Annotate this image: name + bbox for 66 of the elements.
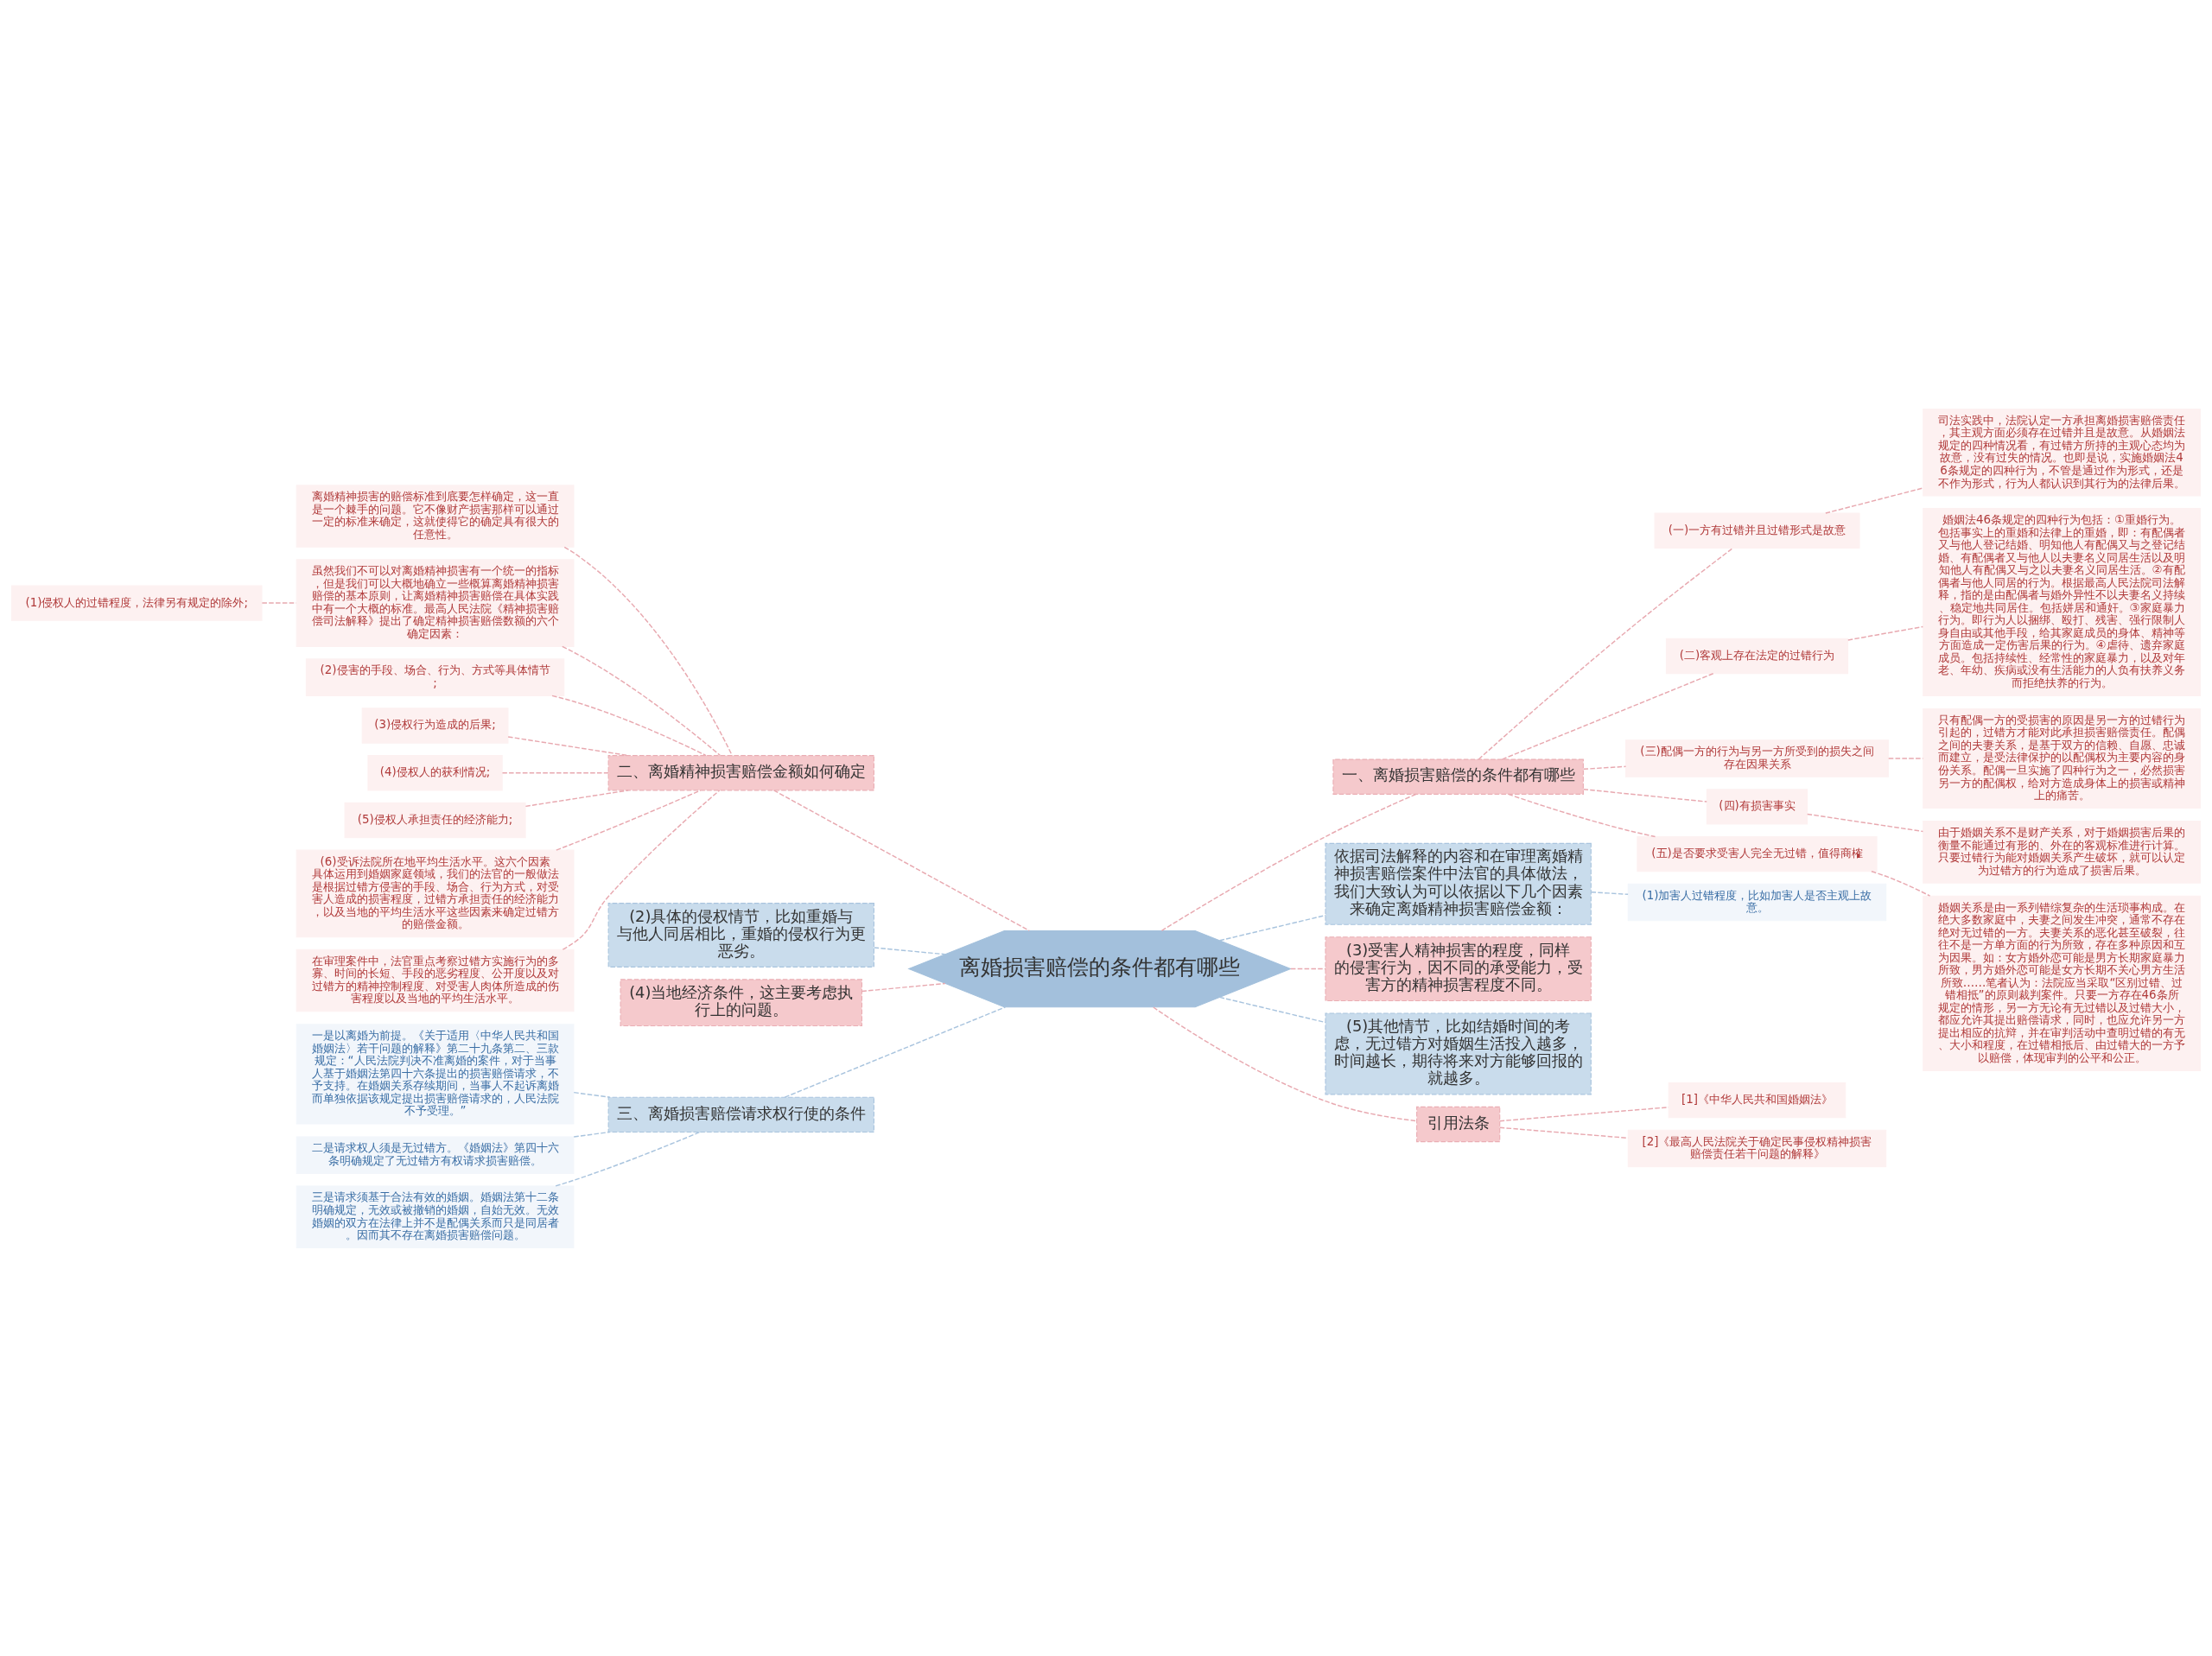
node-box: 一是以离婚为前提。《关于适用〈中华人民共和国婚姻法〉若干问题的解释》第二十九条第二、三款规定：“人民法院判决不准离婚的案件，对于当事人基于婚姻法第四十六条提出的损害赔偿请求，不予支持。在婚姻关系存续期间，当事人不起诉离婚而单独依据该规定提出损害赔偿请求的，人民法院不予受理。”	[296, 1023, 575, 1124]
connector	[1160, 793, 1417, 931]
connector	[1501, 672, 1714, 760]
connector	[1590, 891, 1629, 895]
connector	[501, 771, 609, 773]
node-box: 司法实践中，法院认定一方承担离婚损害赔偿责任，其主观方面必须存在过错并且是故意。从婚姻法规定的四种情况看，有过错方所持的主观心态均为故意，没有过失的情况。也即是说，实施婚姻法46条规定的四种行为，不管是通过作为形式，还是不作为形式，行为人都认识到其行为的法律后果。	[1923, 408, 2201, 497]
connector	[562, 789, 721, 950]
node-box: 在审理案件中，法官重点考察过错方实施行为的多寡、时间的长短、手段的恶劣程度、公开度以及对过错方的精神控制程度、对受害人肉体所造成的伤害程度以及当地的平均生活水平。	[296, 949, 575, 1012]
connector	[1218, 996, 1326, 1023]
node-box: (3)受害人精神损害的程度，同样的侵害行为，因不同的承受能力，受害方的精神损害程度不同。	[1325, 936, 1592, 1001]
node-box: (5)其他情节，比如结婚时间的考虑，无过错方对婚姻生活投入越多，时间越长，期待将来对方能够回报的就越多。	[1325, 1012, 1592, 1094]
connector	[1153, 1006, 1418, 1121]
connector	[1499, 1126, 1629, 1139]
connector	[1478, 547, 1734, 760]
node-box: 离婚精神损害的赔偿标准到底要怎样确定，这一直是一个棘手的问题。它不像财产损害那样可以通过一定的标准来确定，这就使得它的确定具有很大的任意性。	[296, 484, 575, 548]
connector	[1218, 914, 1326, 941]
node-box: (一)一方有过错并且过错形式是故意	[1654, 512, 1860, 549]
node-box: 由于婚姻关系不是财产关系，对于婚姻损害后果的衡量不能通过有形的、外在的客观标准进行计算。只要过错行为能对婚姻关系产生破坏，就可以认定为过错方的行为造成了损害后果。	[1923, 820, 2201, 884]
node-box: 三是请求须基于合法有效的婚姻。婚姻法第十二条明确规定，无效或被撤销的婚姻，自始无效。无效婚姻的双方在法律上并不是配偶关系而只是同居者。因而其不存在离婚损害赔偿问题。	[296, 1184, 575, 1248]
node-box: 虽然我们不可以对离婚精神损害有一个统一的指标，但是我们可以大概地确立一些概算离婚精神损害赔偿的基本原则，让离婚精神损害赔偿在具体实践中有一个大概的标准。最高人民法院《精神损害赔偿司法解释》提出了确定精神损害赔偿数额的六个确定因素：	[296, 558, 575, 647]
node-box: (5)侵权人承担责任的经济能力;	[344, 802, 526, 838]
connector	[573, 1091, 611, 1098]
node-box: (3)侵权行为造成的后果;	[361, 707, 509, 744]
node-box: 二、离婚精神损害赔偿金额如何确定	[607, 754, 874, 790]
node-box: 婚姻关系是由一系列错综复杂的生活琐事构成。在绝大多数家庭中，夫妻之间发生冲突，通常不存在绝对无过错的一方。夫妻关系的恶化甚至破裂，往往不是一方单方面的行为所致，存在多种原因和互为因果。如：女方婚外恋可能是男方长期家庭暴力所致，男方婚外恋可能是女方长期不关心男方生活所致……笔者认为：法院应当采取“区别过错、过错相抵”的原则裁判案件。只要一方存在46条所规定的情形，另一方无论有无过错以及过错大小，都应允许其提出赔偿请求，同时，也应允许另一方提出相应的抗辩，并在审判活动中查明过错的有无、大小和程度，在过错相抵后、由过错大的一方予以赔偿，体现审判的公平和公正。	[1923, 895, 2201, 1071]
node-box: (4)当地经济条件，这主要考虑执行上的问题。	[620, 978, 863, 1026]
connector	[562, 645, 721, 756]
connector	[1582, 788, 1707, 803]
connector	[507, 735, 629, 756]
node-box: 只有配偶一方的受损害的原因是另一方的过错行为引起的，过错方才能对此承担损害赔偿责任。配偶之间的夫妻关系，是基于双方的信赖、自愿、忠诚而建立，是受法律保护的以配偶权为主要内容的身份关系。配偶一旦实施了四种行为之一，必然损害另一方的配偶权，给对方造成身体上的损害或精神上的痛苦。	[1923, 707, 2201, 809]
connector	[555, 1131, 701, 1187]
connector	[1871, 870, 1931, 897]
node-box: 依据司法解释的内容和在审理离婚精神损害赔偿案件中法官的具体做法，我们大致认为可以依据以下几个因素来确定离婚精神损害赔偿金额：	[1325, 842, 1592, 925]
node-box: (五)是否要求受害人完全无过错，值得商榷	[1637, 835, 1878, 872]
node-box: 一、离婚损害赔偿的条件都有哪些	[1332, 758, 1584, 795]
node-box: (三)配偶一方的行为与另一方所受到的损失之间存在因果关系	[1625, 739, 1890, 777]
connector	[772, 789, 1030, 931]
connector	[1290, 968, 1326, 969]
connector	[1847, 625, 1924, 641]
connector	[861, 982, 946, 992]
connector	[1582, 765, 1627, 770]
node-box: (2)侵害的手段、场合、行为、方式等具体情节;	[305, 657, 565, 696]
connector	[1825, 486, 1924, 514]
connector	[573, 1131, 611, 1138]
connector	[1507, 793, 1656, 837]
connector	[551, 695, 707, 756]
node-box: 引用法条	[1416, 1106, 1501, 1142]
node-box: (1)侵权人的过错程度，法律另有规定的除外;	[11, 584, 263, 621]
connector	[556, 789, 702, 851]
node-box: 婚姻法46条规定的四种行为包括：①重婚行为。包括事实上的重婚和法律上的重婚，即：有配偶者又与他人登记结婚、明知他人有配偶又与之登记结婚、有配偶者又与他人以夫妻名义同居生活以及明知他人有配偶又与之以夫妻名义同居生活。②有配偶者与他人同居的行为。根据最高人民法院司法解释，指的是由配偶者与婚外异性不以夫妻名义持续、稳定地共同居住。包括姘居和通奸。③家庭暴力行为。即行为人以捆绑、殴打、残害、强行限制人身自由或其他手段，给其家庭成员的身体、精神等方面造成一定伤害后果的行为。④虐待、遗弃家庭成员。包括持续性、经常性的家庭暴力，以及对年老、年幼、疾病或没有生活能力的人负有扶养义务而拒绝扶养的行为。	[1923, 507, 2201, 696]
node-box: (四)有损害事实	[1706, 788, 1808, 825]
connector	[524, 789, 629, 807]
connector	[784, 1006, 1007, 1098]
connector	[1499, 1106, 1669, 1121]
node-box: (1)加害人过错程度，比如加害人是否主观上故意。	[1627, 883, 1887, 921]
connector	[563, 546, 734, 756]
node-box: 三、离婚损害赔偿请求权行使的条件	[607, 1096, 874, 1133]
node-box: [2]《最高人民法院关于确定民事侵权精神损害赔偿责任若干问题的解释》	[1627, 1129, 1887, 1167]
node-box: (6)受诉法院所在地平均生活水平。这六个因素具体运用到婚姻家庭领域，我们的法官的一般做法是根据过错方侵害的手段、场合、行为方式，对受害人造成的损害程度，过错方承担责任的经济能力，以及当地的平均生活水平这些因素来确定过错方的赔偿金额。	[296, 849, 575, 937]
node-box: 二是请求权人须是无过错方。《婚姻法》第四十六条明确规定了无过错方有权请求损害赔偿。	[296, 1135, 575, 1174]
node-box: (二)客观上存在法定的过错行为	[1665, 638, 1849, 674]
connector	[874, 946, 946, 955]
node-box: [1]《中华人民共和国婚姻法》	[1668, 1082, 1847, 1118]
connector	[1807, 813, 1924, 832]
node-box: (4)侵权人的获利情况;	[367, 754, 503, 790]
node-box: (2)具体的侵权情节，比如重婚与与他人同居相比，重婚的侵权行为更恶劣。	[607, 902, 874, 968]
